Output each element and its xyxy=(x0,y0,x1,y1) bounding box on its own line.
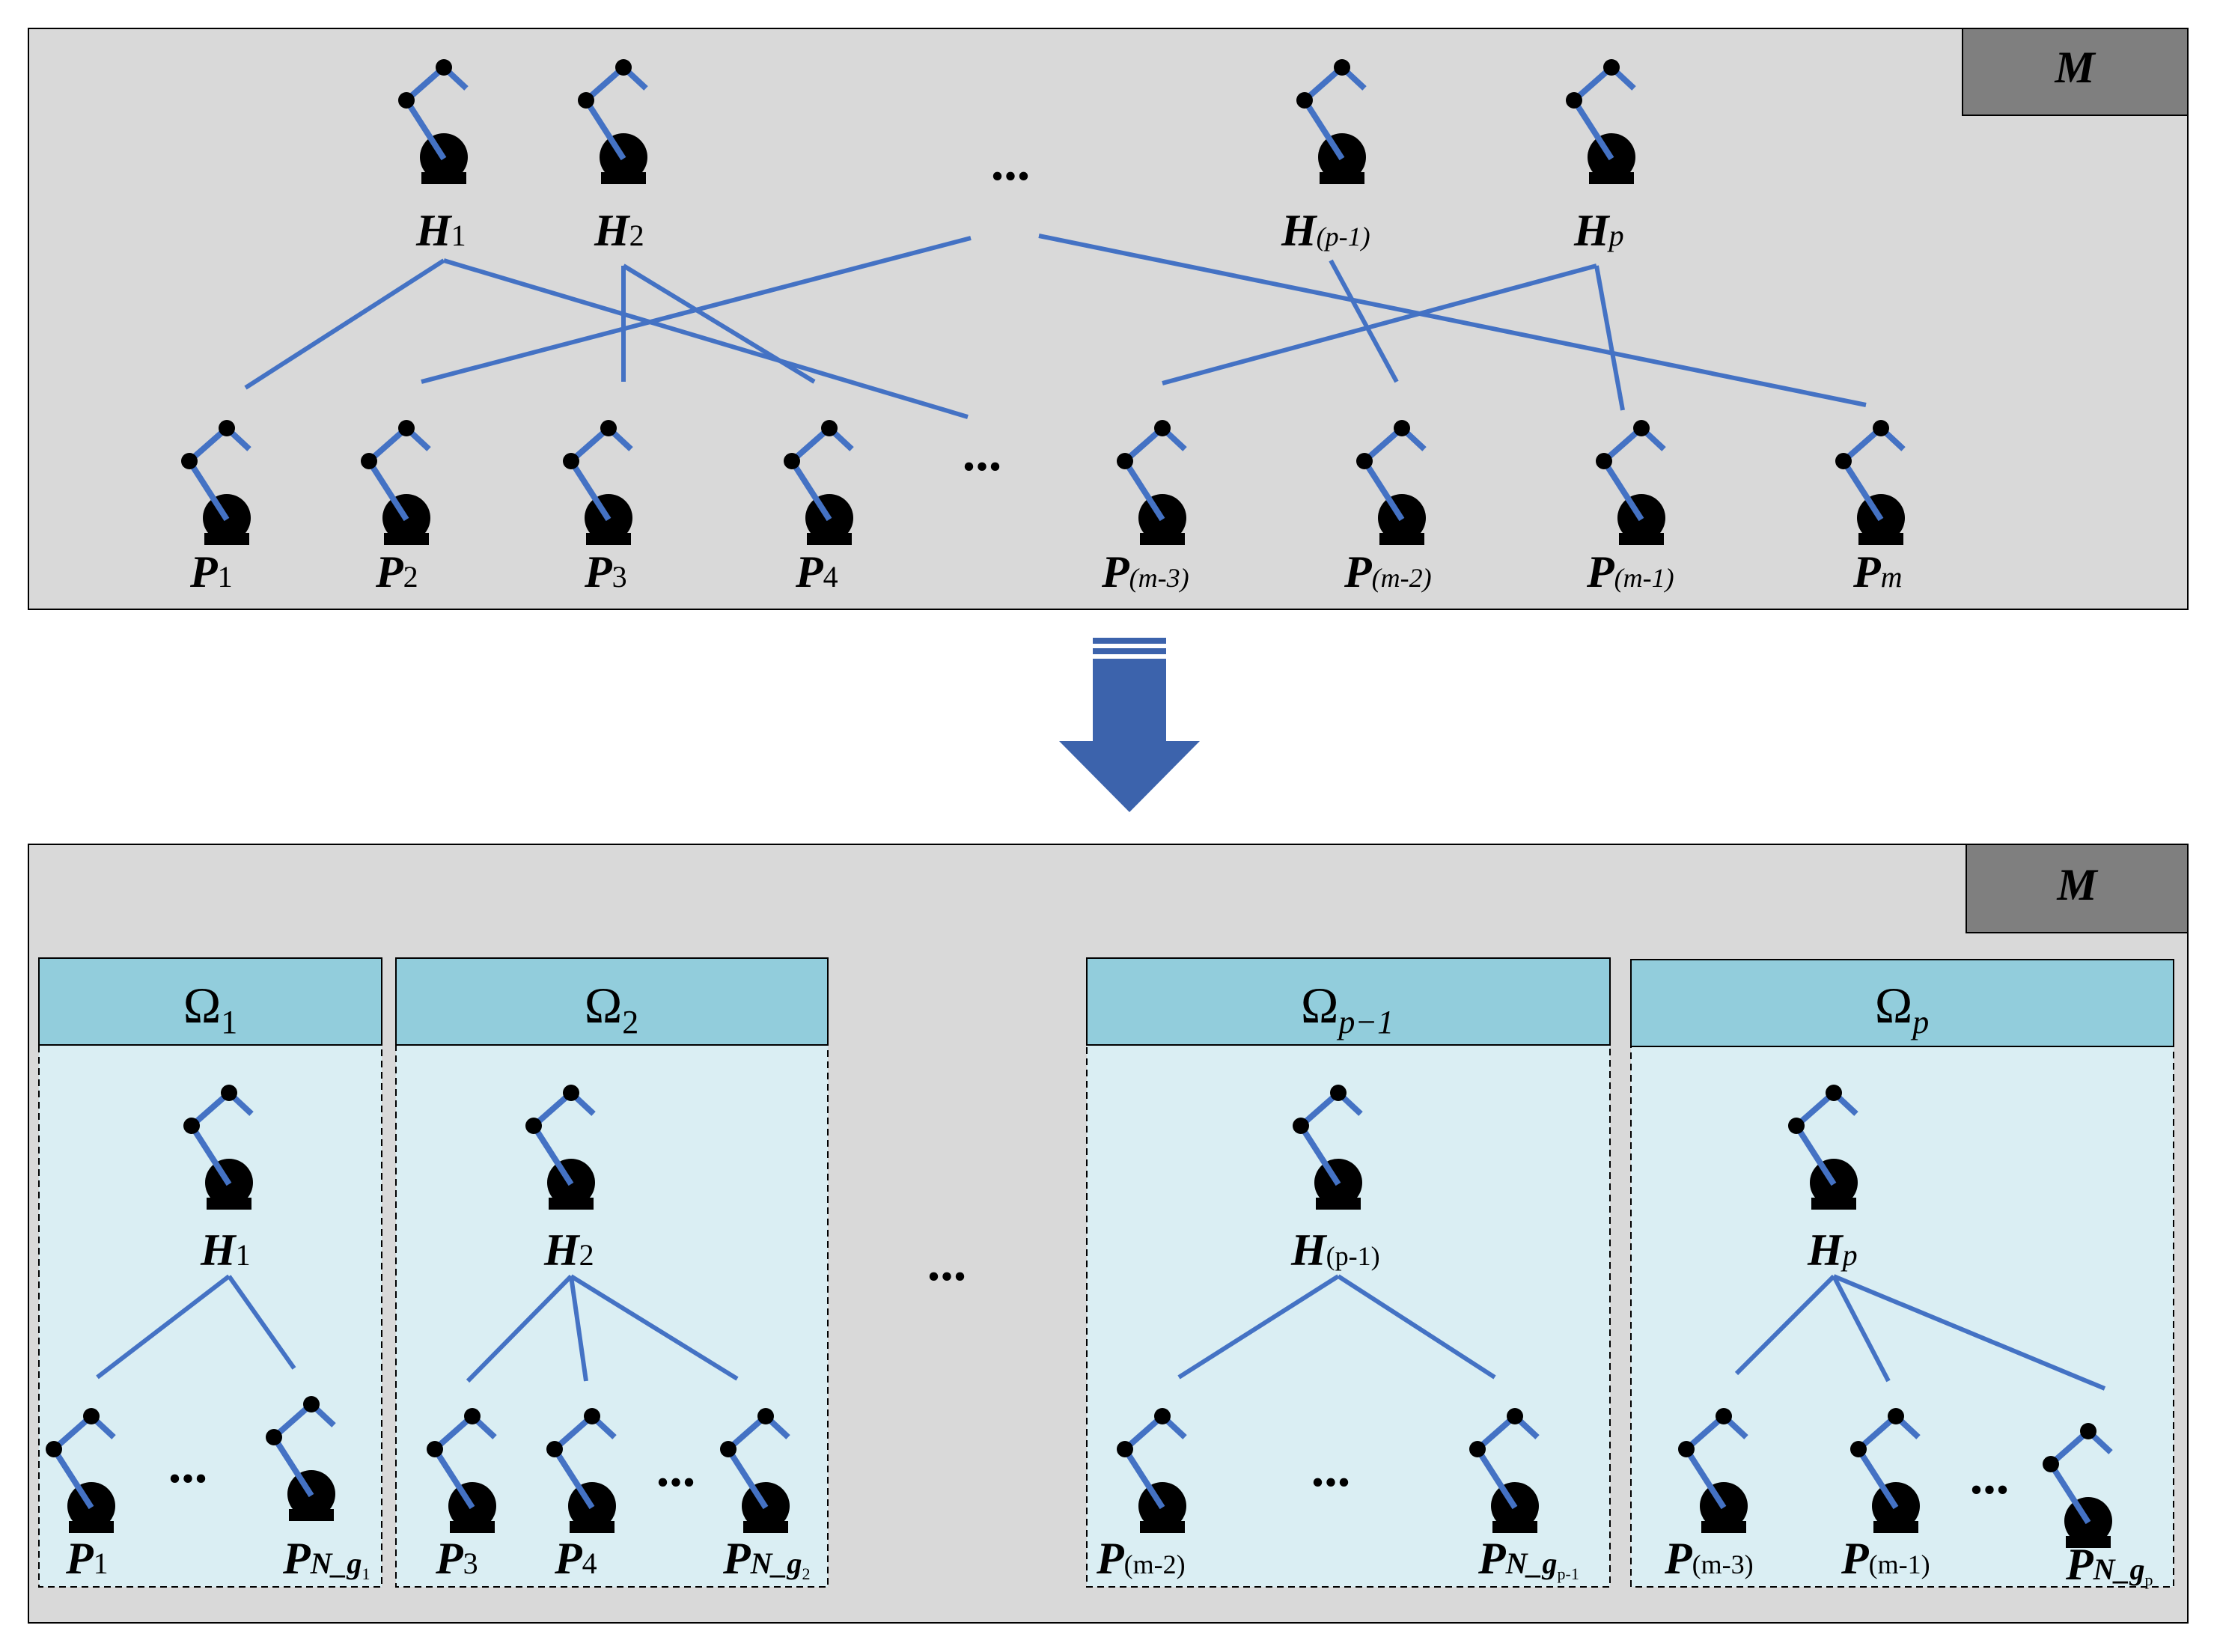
group-2-ellipsis: ... xyxy=(656,1440,696,1498)
group-omega-2: Ω2 H2 ... P3 P4 PN_g2 xyxy=(395,957,829,1588)
group-3-picker-label-2: PN_gp-1 xyxy=(1477,1534,1579,1583)
group-3-ellipsis: ... xyxy=(1311,1440,1351,1498)
group-2-picker-label-2: P4 xyxy=(554,1534,597,1583)
picker-label-7: P(m-1) xyxy=(1586,547,1674,597)
group-4-hub-label: Hp xyxy=(1807,1225,1858,1275)
group-3-picker-label-1: P(m-2) xyxy=(1096,1534,1186,1583)
top-hub-ellipsis: ... xyxy=(991,134,1031,192)
group-title-2: Ω2 xyxy=(585,977,639,1040)
top-picker-ellipsis: ... xyxy=(963,424,1002,482)
group-1-hub-label: H1 xyxy=(200,1225,251,1275)
bottom-m-box xyxy=(1966,844,2189,933)
group-omega-1: Ω1 H1 ... P1 PN_g1 xyxy=(38,957,382,1588)
top-m-label: M xyxy=(2054,43,2096,92)
group-4-picker-label-3: PN_gp xyxy=(2065,1540,2153,1589)
group-2-picker-label-1: P3 xyxy=(435,1534,478,1583)
group-title-1: Ω1 xyxy=(183,977,238,1040)
top-m-box xyxy=(1962,28,2189,116)
group-omega-p-minus-1: Ωp−1 H(p-1) ... P(m-2) PN_gp-1 xyxy=(1086,957,1611,1588)
group-title-3: Ωp−1 xyxy=(1301,977,1394,1040)
group-2-picker-label-3: PN_g2 xyxy=(722,1534,811,1583)
hub-label-1: H1 xyxy=(415,206,466,255)
top-connections xyxy=(244,234,1867,419)
group-4-ellipsis: ... xyxy=(1970,1448,2010,1505)
group-1-ellipsis: ... xyxy=(168,1436,208,1494)
bottom-group-ellipsis: ... xyxy=(927,1234,967,1292)
group-4-picker-label-2: P(m-1) xyxy=(1841,1534,1930,1583)
group-2-hub-label: H2 xyxy=(543,1225,594,1275)
group-1-picker-label-1: P1 xyxy=(65,1534,109,1583)
picker-label-2: P2 xyxy=(375,547,418,597)
group-4-picker-label-1: P(m-3) xyxy=(1664,1534,1754,1583)
hub-label-4: Hp xyxy=(1573,206,1624,255)
picker-label-6: P(m-2) xyxy=(1344,547,1432,597)
group-3-hub-label: H(p-1) xyxy=(1290,1225,1380,1275)
hub-label-2: H2 xyxy=(594,206,644,255)
group-1-picker-label-2: PN_g1 xyxy=(282,1534,370,1583)
picker-label-5: P(m-3) xyxy=(1101,547,1189,597)
picker-label-4: P4 xyxy=(795,547,838,597)
picker-label-1: P1 xyxy=(189,547,233,597)
bottom-m-label: M xyxy=(2056,860,2099,909)
hub-label-3: H(p-1) xyxy=(1281,206,1370,255)
picker-label-3: P3 xyxy=(584,547,627,597)
group-omega-p: Ωp Hp ... P(m-3) P(m-1) PN_gp xyxy=(1630,959,2174,1589)
picker-label-8: Pm xyxy=(1852,547,1903,597)
transform-arrow-icon xyxy=(1059,638,1200,812)
group-title-4: Ωp xyxy=(1875,977,1930,1040)
